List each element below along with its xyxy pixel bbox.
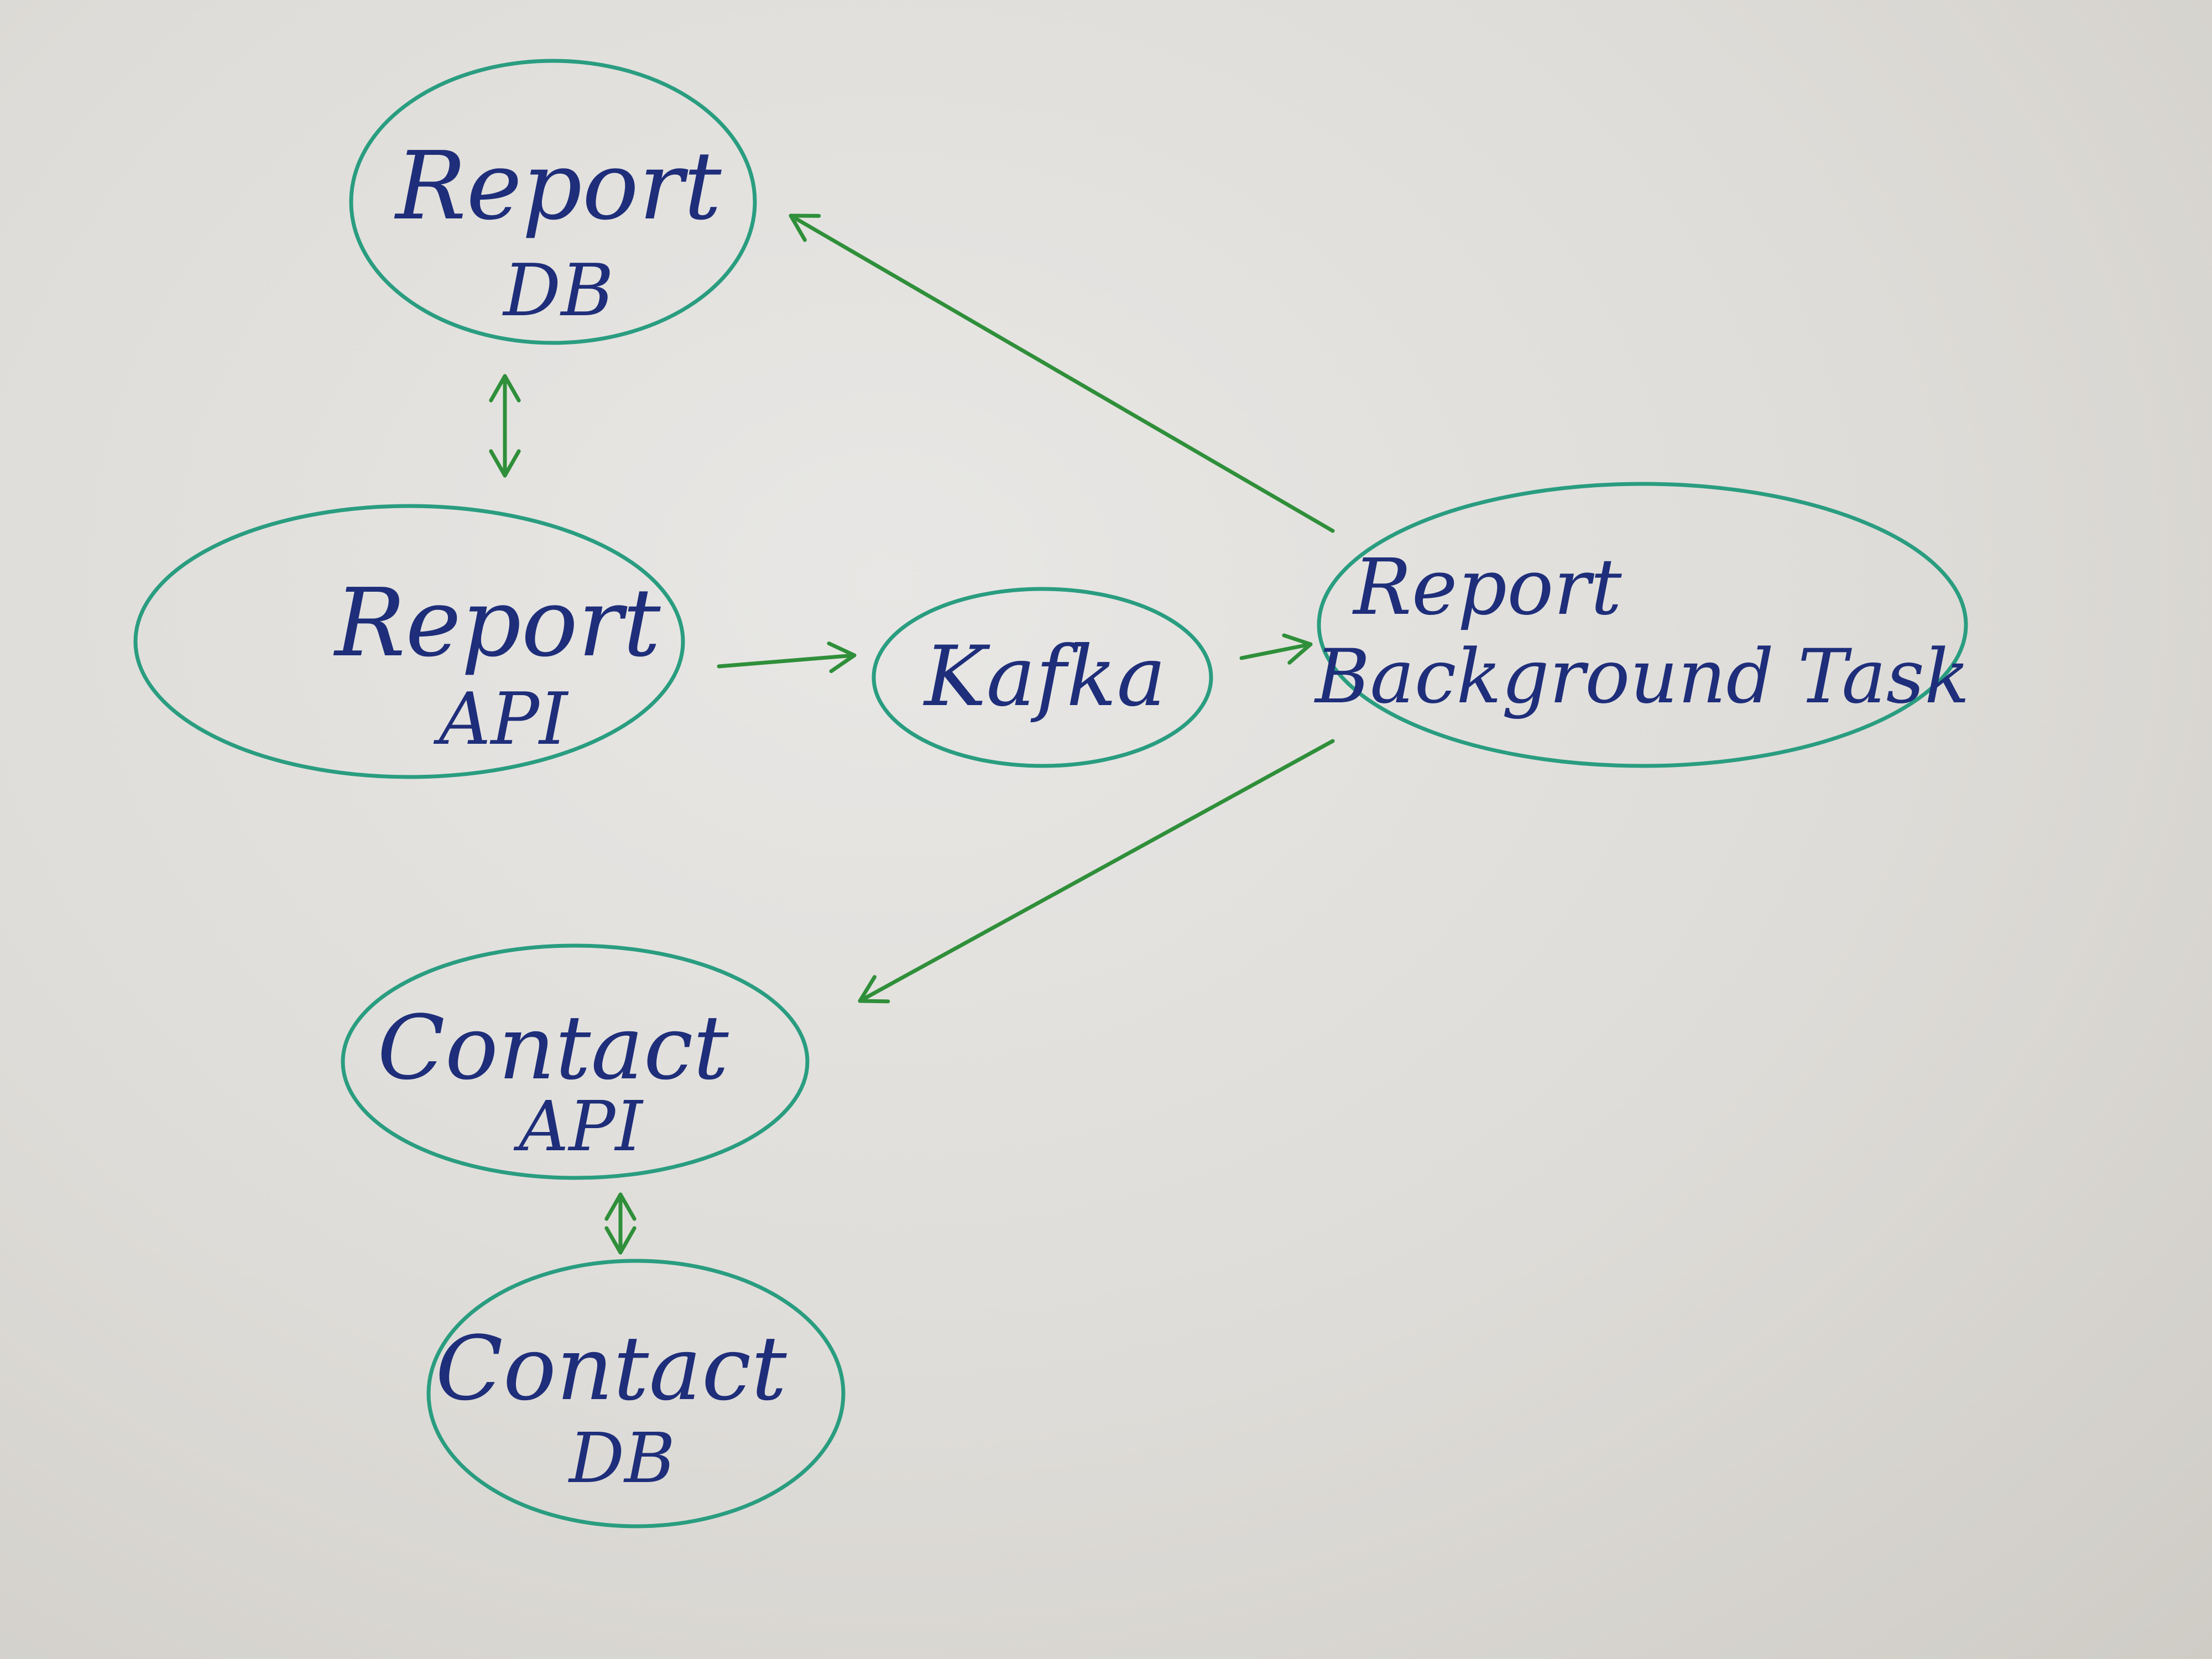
node-report-db-line2: DB	[502, 248, 614, 332]
edge-report-bg-contact-api	[858, 739, 1335, 1004]
node-report-api: Report API	[133, 504, 685, 779]
node-report-background-task: Report Background Task	[1313, 482, 1970, 768]
node-report-api-outline	[133, 504, 685, 779]
node-contact-api-line2: API	[513, 1087, 644, 1167]
edge-kafka-report-bg	[1239, 633, 1313, 665]
node-contact-api: Contact API	[341, 943, 810, 1180]
edge-report-bg-report-db	[789, 213, 1335, 533]
node-report-bg-outline	[1317, 482, 1968, 768]
node-contact-api-line1: Contact	[377, 996, 729, 1099]
node-kafka-line1: Kafka	[922, 629, 1166, 725]
node-contact-db-line1: Contact	[435, 1317, 787, 1420]
node-report-db: Report DB	[349, 59, 757, 345]
node-contact-db: Contact DB	[426, 1259, 846, 1528]
edges	[489, 213, 1335, 1255]
node-contact-api-outline	[341, 943, 810, 1180]
node-report-db-outline	[349, 59, 757, 345]
node-report-db-line1: Report	[394, 132, 722, 241]
node-report-bg-line1: Report	[1352, 542, 1622, 633]
node-report-api-line1: Report	[333, 568, 661, 678]
node-contact-db-outline	[426, 1259, 846, 1528]
edge-report-api-kafka	[717, 641, 857, 674]
node-contact-db-line2: DB	[568, 1418, 675, 1499]
node-report-api-line2: API	[434, 677, 569, 761]
node-kafka-outline	[872, 587, 1213, 768]
node-report-bg-line2: Background Task	[1313, 633, 1970, 720]
node-kafka: Kafka	[872, 587, 1213, 768]
